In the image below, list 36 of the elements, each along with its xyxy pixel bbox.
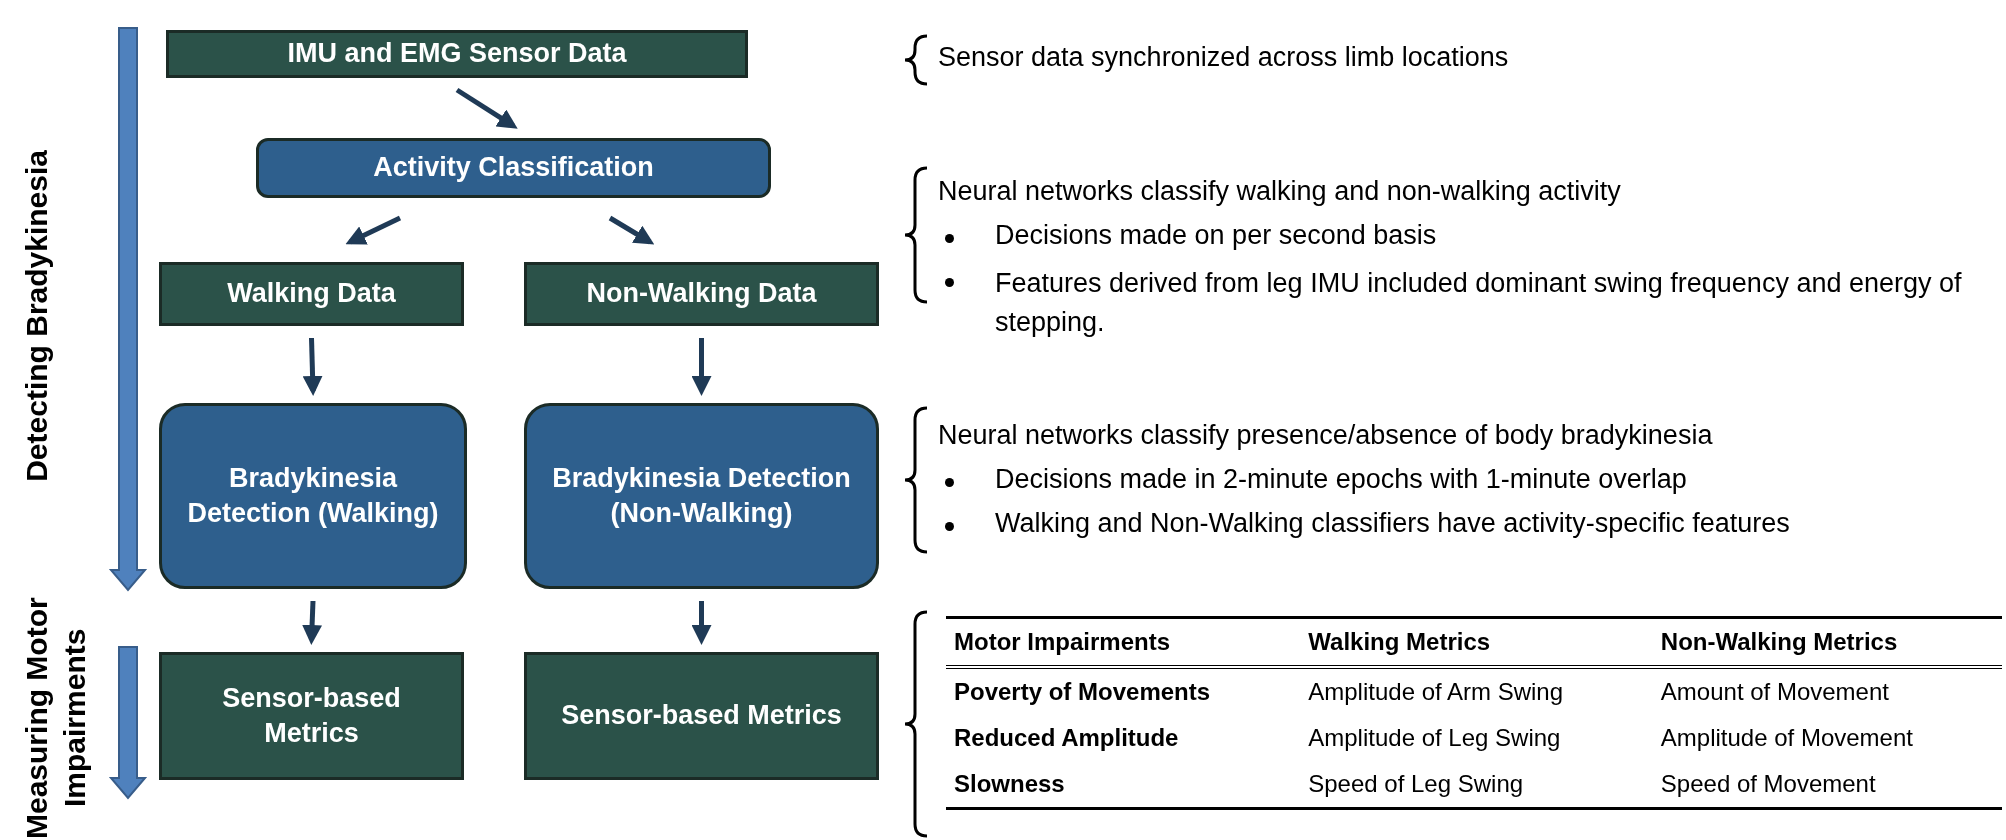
data-box: Non-Walking Data	[524, 262, 879, 326]
row-header: Poverty of Movements	[946, 667, 1301, 715]
column-header: Walking Metrics	[1300, 617, 1653, 667]
table-value: Amplitude of Leg Swing	[1307, 723, 1562, 753]
data-box: Sensor-based Metrics	[159, 652, 464, 780]
row-header: Reduced Amplitude	[953, 723, 1180, 753]
bullet-point: Features derived from leg IMU included dominant swing frequency and energy of stepping.	[995, 267, 1963, 340]
arrow	[691, 601, 712, 645]
table-value: Amplitude of Arm Swing	[1300, 667, 1653, 715]
column-header: Motor Impairments	[946, 617, 1301, 667]
data-box: Walking Data	[159, 262, 464, 326]
process-box: Bradykinesia Detection (Walking)	[159, 403, 467, 589]
bullet-point: Walking and Non-Walking classifiers have activity-specific features	[995, 508, 1790, 539]
arrow	[345, 215, 402, 245]
column-header: Non-Walking Metrics	[1652, 617, 2002, 667]
note-text: Neural networks classify walking and non-walking activity	[938, 176, 1621, 207]
arrow	[608, 215, 655, 245]
arrow	[455, 87, 518, 129]
table-value: Amount of Movement	[1652, 667, 2002, 715]
process-box: Activity Classification	[256, 138, 771, 198]
arrow	[691, 338, 712, 396]
process-box: Bradykinesia Detection (Non-Walking)	[524, 403, 879, 589]
bullet-point: Decisions made in 2-minute epochs with 1-minute overlap	[995, 464, 1687, 495]
stage-label: Measuring Motor Impairments	[19, 596, 92, 840]
arrow	[302, 600, 323, 645]
stage-label: Detecting Bradykinesia	[19, 150, 54, 482]
table-value: Amplitude of Movement	[1659, 723, 1914, 753]
note-text: Sensor data synchronized across limb locations	[938, 42, 1509, 73]
note-text: Neural networks classify presence/absence of body bradykinesia	[938, 420, 1713, 451]
table-value: Speed of Movement	[1652, 761, 2002, 809]
table-value: Speed of Leg Swing	[1300, 761, 1653, 809]
row-header: Slowness	[946, 761, 1301, 809]
data-box: Sensor-based Metrics	[524, 652, 879, 780]
arrow	[302, 337, 323, 396]
bullet-point: Decisions made on per second basis	[995, 220, 1437, 251]
data-box: IMU and EMG Sensor Data	[166, 30, 748, 78]
